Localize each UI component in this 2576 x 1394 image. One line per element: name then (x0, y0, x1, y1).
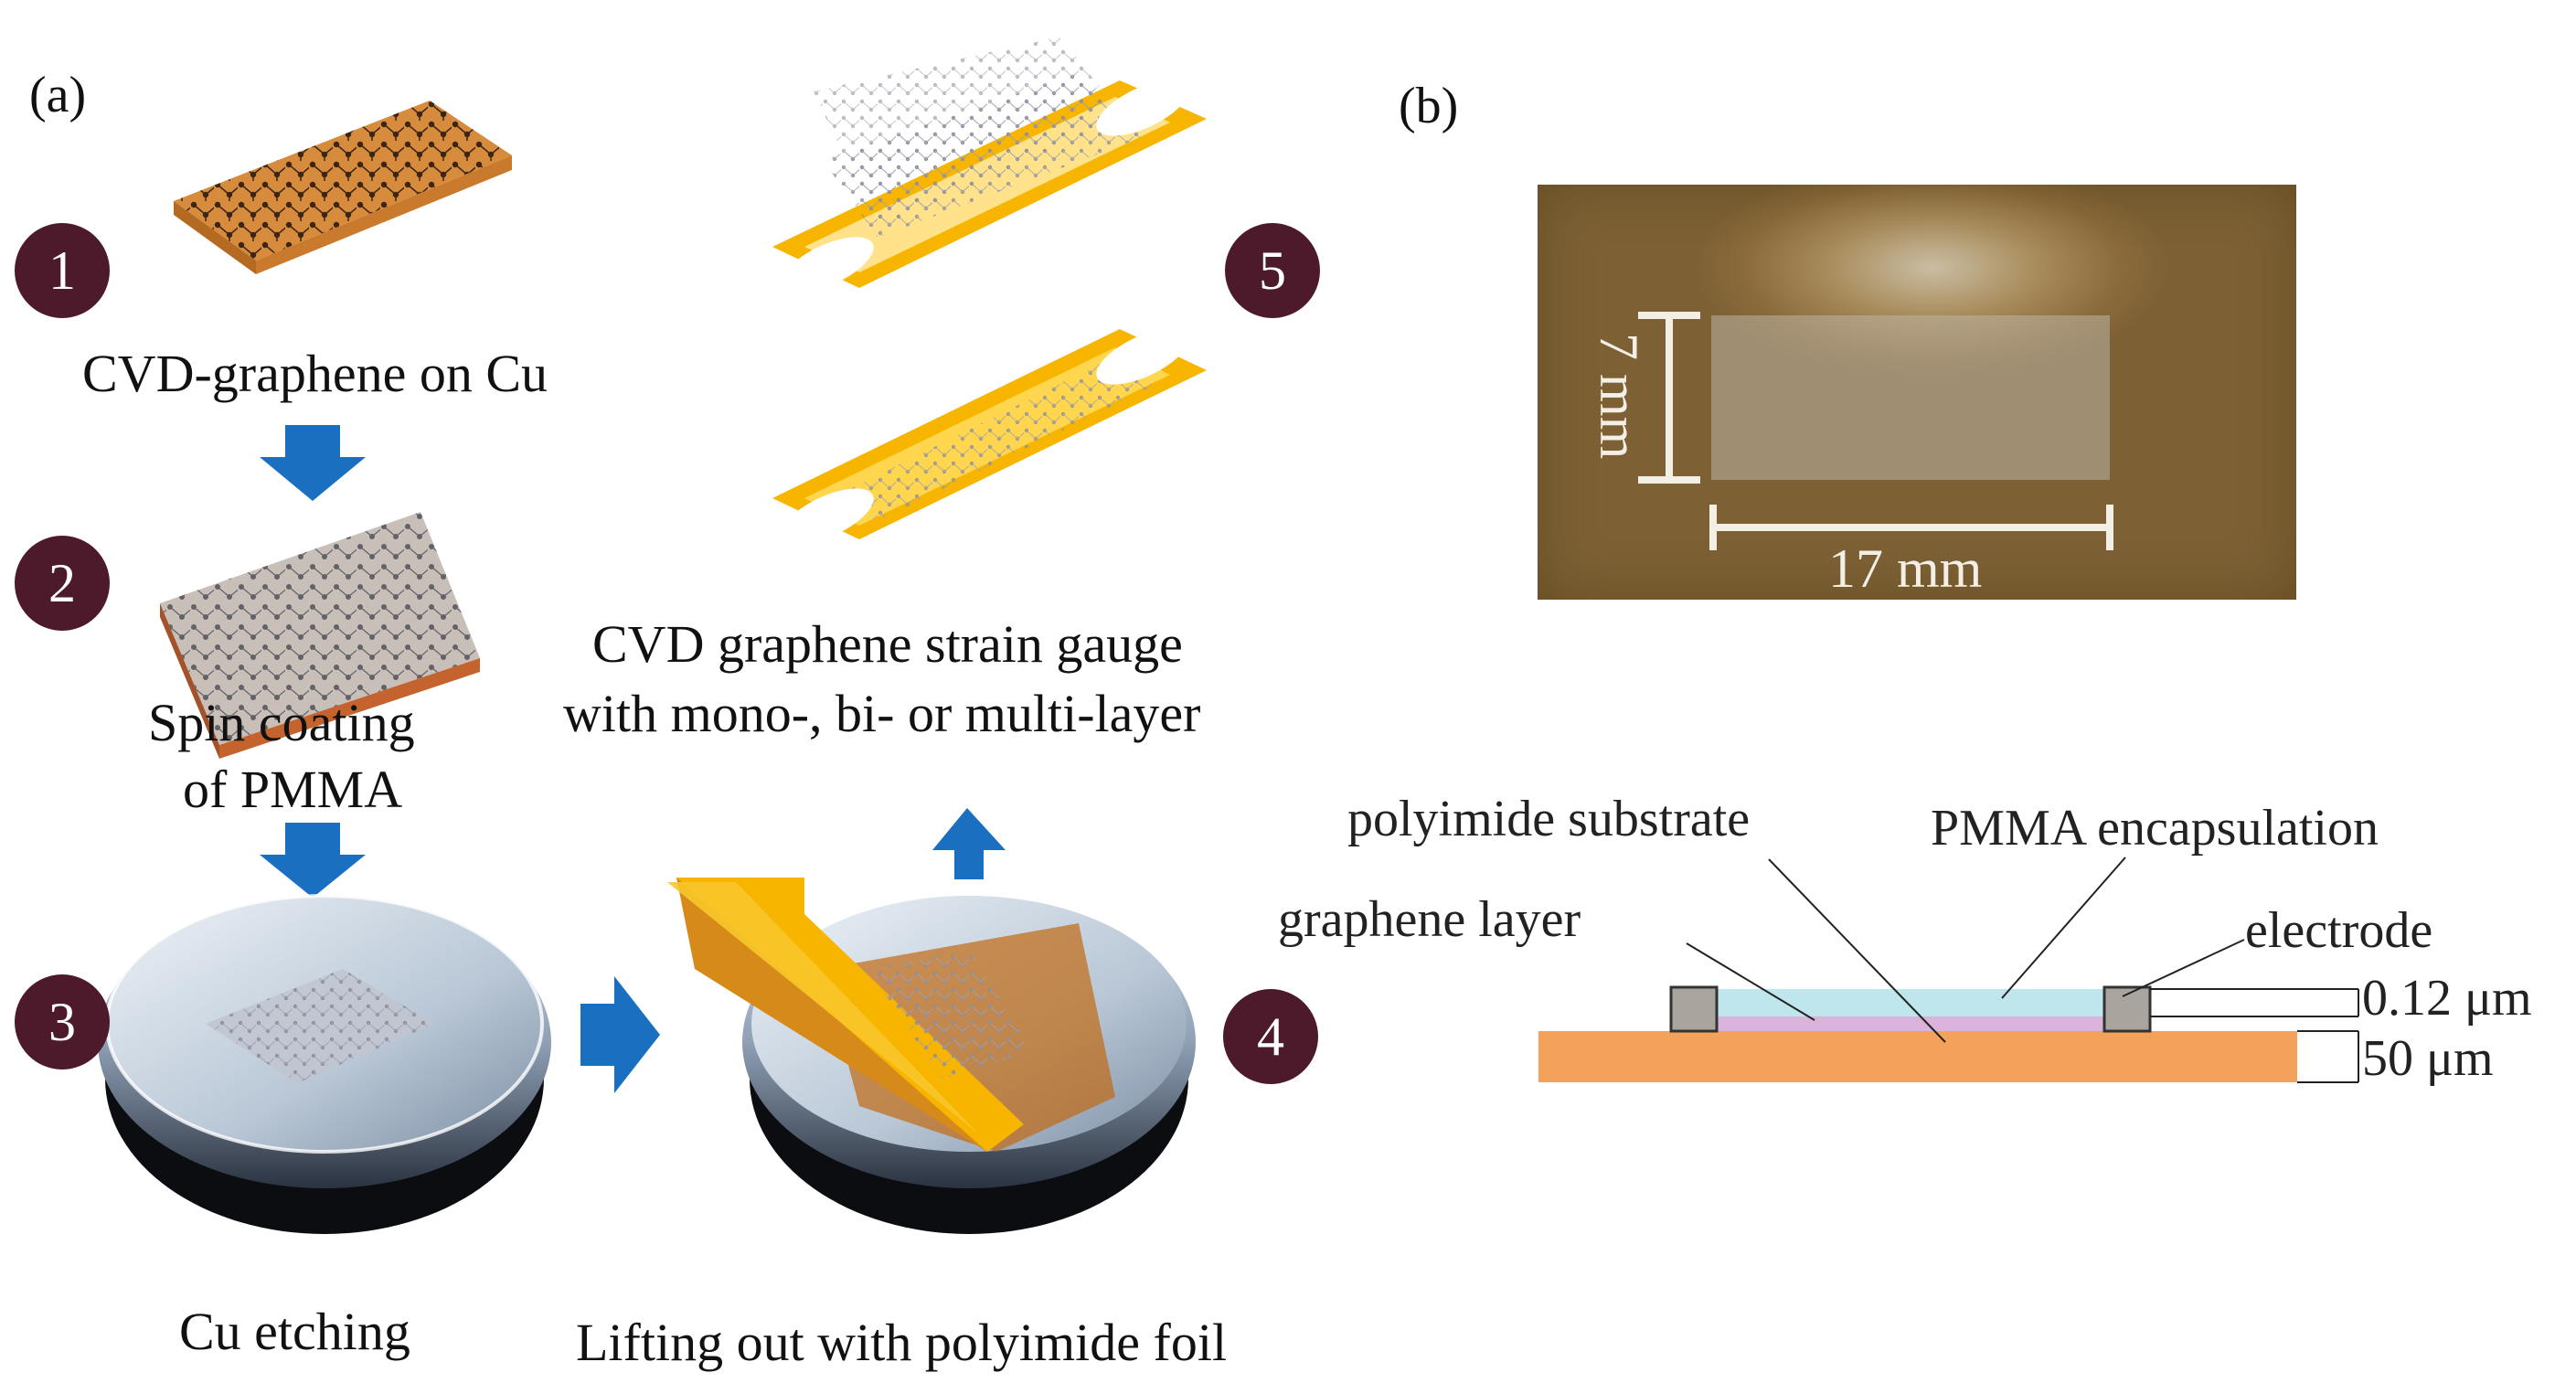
cross-section-diagram (1538, 857, 2359, 1083)
step-1-label: CVD-graphene on Cu (82, 344, 548, 403)
step-3-label: Cu etching (179, 1302, 410, 1361)
panel-a-label: (a) (29, 67, 87, 123)
device-photo: 7 mm 17 mm (1538, 185, 2296, 600)
thickness-top-label: 0.12 μm (2362, 970, 2532, 1027)
step-2-label-line1: Spin coating (148, 693, 415, 752)
step-4-badge: 4 (1223, 989, 1318, 1084)
scale-bars (1638, 312, 2113, 550)
step-4-label: Lifting out with polyimide foil (576, 1313, 1228, 1372)
step-3-badge: 3 (15, 974, 110, 1069)
pmma-encapsulation-label: PMMA encapsulation (1931, 800, 2379, 857)
strain-gauge-multilayer-illustration (772, 37, 1207, 293)
step-5-badge: 5 (1225, 223, 1320, 318)
arrow-right (580, 976, 660, 1093)
pmma-coated-illustration (160, 512, 480, 759)
step-1-badge: 1 (15, 223, 110, 318)
etching-dish-illustration (98, 894, 551, 1234)
arrow-up (932, 808, 1006, 879)
panel-b-label: (b) (1399, 78, 1459, 134)
width-dimension-label: 17 mm (1828, 538, 1983, 599)
thickness-bottom-label: 50 μm (2362, 1030, 2494, 1087)
step-5-label-line1: CVD graphene strain gauge (592, 614, 1183, 674)
step-5-label-line2: with mono-, bi- or multi-layer (563, 684, 1201, 743)
step-2-badge: 2 (15, 536, 110, 631)
graphene-layer-label: graphene layer (1278, 891, 1581, 948)
arrow-down-1 (260, 425, 366, 501)
polyimide-substrate-label: polyimide substrate (1347, 791, 1751, 847)
cu-graphene-illustration (174, 101, 512, 274)
height-dimension-label: 7 mm (1589, 333, 1649, 460)
lift-out-dish-illustration (667, 878, 1196, 1234)
arrow-down-2 (260, 823, 366, 898)
electrode-label: electrode (2245, 902, 2433, 959)
graphene-strip (1711, 315, 2110, 480)
strain-gauge-monolayer-illustration (772, 328, 1207, 545)
step-2-label-line2: of PMMA (183, 760, 403, 819)
